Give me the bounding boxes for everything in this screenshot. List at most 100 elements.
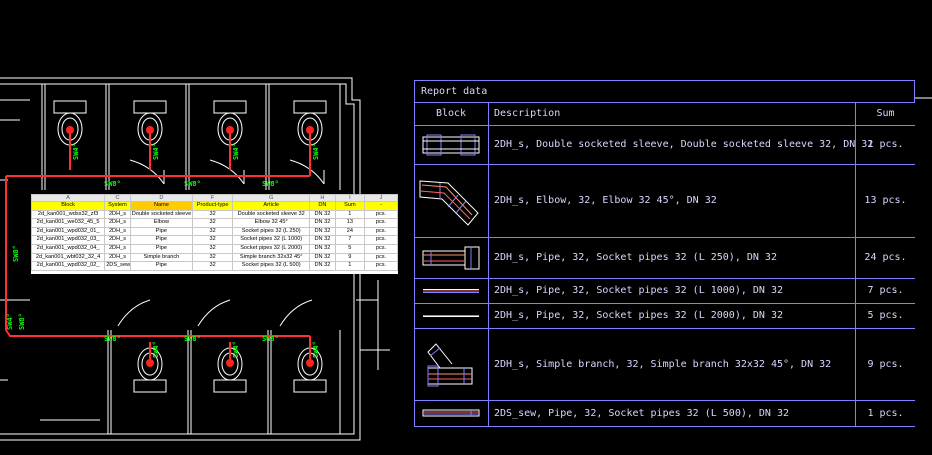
table-border — [414, 102, 915, 103]
cell[interactable]: Elbow 32 45° — [232, 218, 311, 228]
cell[interactable]: 32 — [192, 261, 234, 271]
column-header-sum[interactable]: Sum — [876, 108, 895, 119]
cell[interactable]: 32 — [192, 218, 234, 228]
empty-cell[interactable] — [32, 270, 398, 274]
table-border — [914, 80, 915, 102]
cell[interactable]: 2d_kan001_we032_45_5 — [30, 218, 106, 228]
cell[interactable]: DN 32 — [309, 218, 336, 228]
header-cell[interactable]: System — [104, 201, 131, 211]
cell[interactable]: Pipe — [129, 243, 194, 254]
table-border — [414, 400, 915, 401]
column-letter[interactable]: J — [364, 194, 398, 202]
cell[interactable]: Pipe — [129, 235, 194, 245]
column-letter[interactable]: D — [129, 194, 194, 202]
header-cell[interactable]: Name — [129, 201, 194, 211]
pipe-2000-icon — [414, 303, 488, 328]
cell[interactable]: 32 — [192, 252, 234, 263]
column-letter[interactable]: A — [30, 194, 106, 202]
cell[interactable]: 2DH_s — [104, 209, 131, 220]
cell[interactable]: 32 — [192, 235, 234, 245]
cell[interactable]: 2d_kan001_wdss32_zf3 — [30, 209, 106, 220]
cell[interactable]: pcs. — [364, 218, 398, 228]
cell[interactable]: pcs. — [364, 252, 398, 263]
cell[interactable]: DN 32 — [309, 209, 336, 220]
column-letter[interactable]: F — [192, 194, 234, 202]
cell[interactable]: DN 32 — [309, 243, 336, 254]
cell[interactable]: Elbow — [129, 218, 194, 228]
cell[interactable]: DN 32 — [309, 252, 336, 263]
table-border — [414, 237, 915, 238]
cell[interactable]: 1 — [334, 209, 366, 220]
cell[interactable]: 2DH_s — [104, 252, 131, 263]
column-letter[interactable]: I — [334, 194, 366, 202]
column-letters-row: A C D F G H I J — [30, 194, 398, 202]
row-description: 2DH_s, Pipe, 32, Socket pipes 32 (L 250)… — [494, 252, 777, 263]
pipe-label: SW8° — [104, 180, 121, 188]
cell[interactable]: 2d_kan001_wpd032_04_ — [30, 243, 106, 254]
cell[interactable]: pcs. — [364, 235, 398, 245]
table-border — [488, 102, 489, 427]
header-cell[interactable]: - — [364, 201, 398, 211]
cell[interactable]: Socket pipes 32 (L 250) — [232, 226, 311, 237]
cell[interactable]: Simple branch 32x32 45° — [232, 252, 311, 263]
column-letter[interactable]: C — [104, 194, 131, 202]
cell[interactable]: pcs. — [364, 261, 398, 271]
report-data-table[interactable]: Report data Block Description Sum 2DH_s,… — [414, 80, 915, 427]
cell[interactable]: DN 32 — [309, 261, 336, 271]
cell[interactable]: Pipe — [129, 261, 194, 271]
cell[interactable]: Simple branch — [129, 252, 194, 263]
pipe-label: SW4° — [312, 143, 320, 160]
header-cell[interactable]: Product-type — [192, 201, 234, 211]
pipe-label: SW8° — [262, 335, 279, 343]
pipe-1000-icon — [414, 278, 488, 303]
cell[interactable]: 5 — [334, 243, 366, 254]
header-cell[interactable]: Block — [30, 201, 106, 211]
row-description: 2DS_sew, Pipe, 32, Socket pipes 32 (L 50… — [494, 407, 790, 419]
cell[interactable]: 7 — [334, 235, 366, 245]
cell[interactable]: 32 — [192, 243, 234, 254]
pipe-label: SW8° — [262, 180, 279, 188]
column-letter[interactable]: G — [232, 194, 311, 202]
cell[interactable]: Socket pipes 32 (L 500) — [232, 261, 311, 271]
table-border — [414, 80, 415, 427]
cell[interactable]: 2DH_s — [104, 226, 131, 237]
column-letter[interactable]: H — [309, 194, 336, 202]
column-header-block[interactable]: Block — [435, 108, 467, 119]
spreadsheet-overlay[interactable]: A C D F G H I J Block System Name Produc… — [30, 194, 398, 274]
cell[interactable]: 2d_kan001_wpd032_03_ — [30, 235, 106, 245]
header-cell[interactable]: Sum — [334, 201, 366, 211]
column-header-description[interactable]: Description — [494, 108, 561, 119]
pipe-connection-dots — [66, 126, 314, 367]
cell[interactable]: Pipe — [129, 226, 194, 237]
header-cell[interactable]: Article — [232, 201, 311, 211]
cell[interactable]: 32 — [192, 209, 234, 220]
pipe-label: SW4° — [232, 143, 240, 160]
cell[interactable]: Socket pipes 32 (L 2000) — [232, 243, 311, 254]
cell[interactable]: 24 — [334, 226, 366, 237]
header-row: Block System Name Product-type Article D… — [30, 201, 398, 211]
cell[interactable]: 32 — [192, 226, 234, 237]
table-border — [414, 80, 915, 81]
cell[interactable]: 2DH_s — [104, 218, 131, 228]
cell[interactable]: 2d_kan001_wpd032_01_ — [30, 226, 106, 237]
cell[interactable]: 2d_kan001_wpd032_02_ — [30, 261, 106, 271]
cell[interactable]: 1 — [334, 261, 366, 271]
cell[interactable]: DN 32 — [309, 226, 336, 237]
cell[interactable]: DN 32 — [309, 235, 336, 245]
header-cell[interactable]: DN — [309, 201, 336, 211]
cell[interactable]: Double socketed sleeve — [129, 209, 194, 220]
cell[interactable]: 9 — [334, 252, 366, 263]
cell[interactable]: 13 — [334, 218, 366, 228]
cell[interactable]: Socket pipes 32 (L 1000) — [232, 235, 311, 245]
cell[interactable]: pcs. — [364, 226, 398, 237]
cell[interactable]: pcs. — [364, 243, 398, 254]
cell[interactable]: 2d_kan001_wbt032_32_4 — [30, 252, 106, 263]
cell[interactable]: 2DH_s — [104, 243, 131, 254]
cell[interactable]: Double socketed sleeve 32 — [232, 209, 311, 220]
cell[interactable]: 2DH_s — [104, 235, 131, 245]
cell[interactable]: pcs. — [364, 209, 398, 220]
cell[interactable]: 2DS_sew — [104, 261, 131, 271]
